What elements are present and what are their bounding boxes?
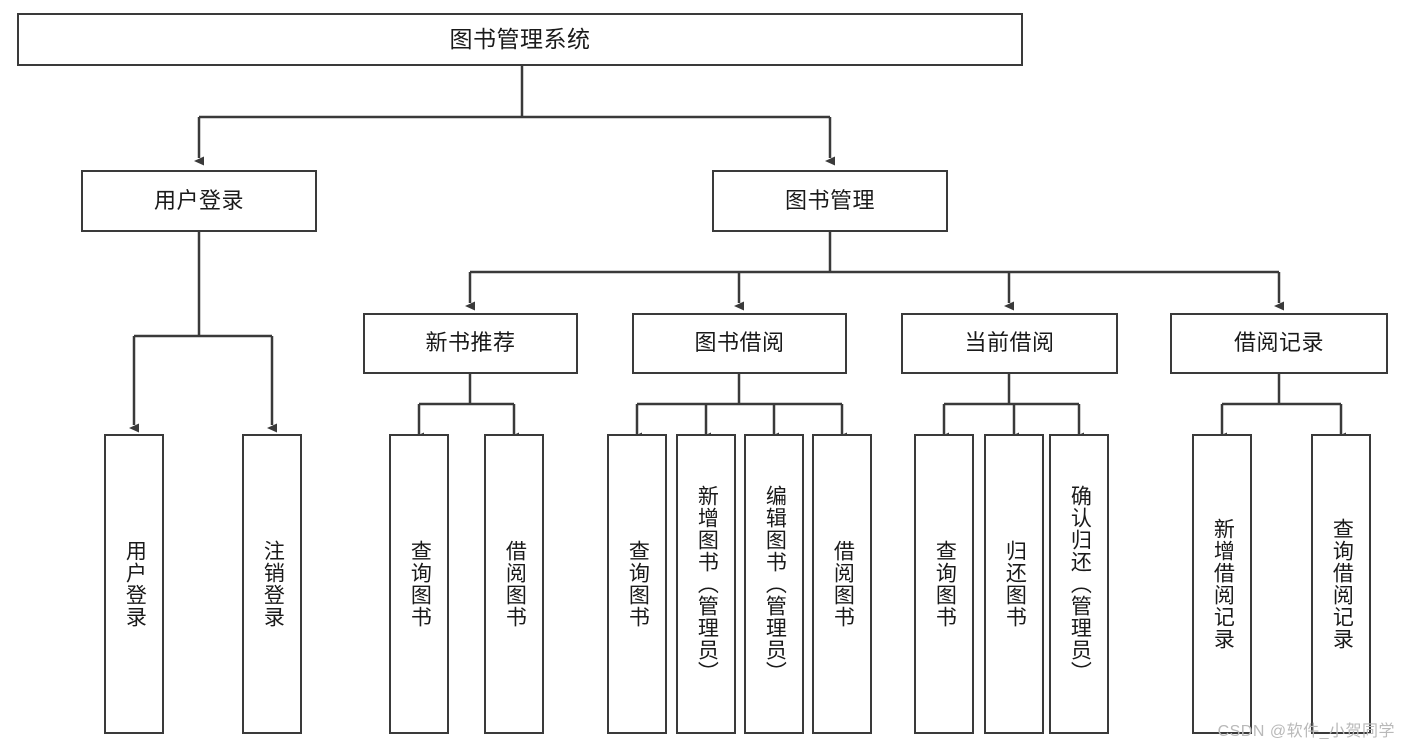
node-label: 图书管理 [784,187,875,213]
node-label: 图书借阅 [694,330,785,356]
leaf-add-book-admin[interactable]: 新增图书（管理员） [676,434,736,734]
leaf-query-borrow-record[interactable]: 查询借阅记录 [1311,434,1371,734]
node-label: 查询图书 [933,540,957,628]
node-label: 图书管理系统 [449,25,591,52]
node-label: 借阅记录 [1233,330,1324,356]
node-new-book-recommend[interactable]: 新书推荐 [363,313,578,374]
node-label: 用户登录 [153,187,244,213]
node-label: 归还图书 [1003,540,1027,628]
leaf-borrow-book-borrow[interactable]: 借阅图书 [812,434,872,734]
leaf-confirm-return-admin[interactable]: 确认归还（管理员） [1049,434,1109,734]
leaf-query-book-current[interactable]: 查询图书 [914,434,974,734]
node-root-book-management-system[interactable]: 图书管理系统 [17,13,1023,66]
node-current-borrow[interactable]: 当前借阅 [901,313,1118,374]
node-label: 当前借阅 [964,330,1055,356]
leaf-add-borrow-record[interactable]: 新增借阅记录 [1192,434,1252,734]
node-label: 注销登录 [261,540,285,628]
leaf-edit-book-admin[interactable]: 编辑图书（管理员） [744,434,804,734]
node-label: 新增借阅记录 [1211,518,1235,650]
node-borrow-record[interactable]: 借阅记录 [1170,313,1388,374]
node-label: 新增图书（管理员） [695,485,719,683]
leaf-query-book-new-book[interactable]: 查询图书 [389,434,449,734]
node-label: 借阅图书 [503,540,527,628]
csdn-watermark: CSDN @软件_小贺同学 [1217,723,1395,740]
leaf-user-login[interactable]: 用户登录 [104,434,164,734]
leaf-logout-login[interactable]: 注销登录 [242,434,302,734]
leaf-query-book-borrow[interactable]: 查询图书 [607,434,667,734]
node-label: 借阅图书 [831,540,855,628]
node-label: 用户登录 [123,540,147,628]
node-user-login[interactable]: 用户登录 [81,170,317,232]
node-label: 查询图书 [626,540,650,628]
node-book-borrow[interactable]: 图书借阅 [632,313,847,374]
leaf-borrow-book-new-book[interactable]: 借阅图书 [484,434,544,734]
node-label: 编辑图书（管理员） [763,485,787,683]
leaf-return-book[interactable]: 归还图书 [984,434,1044,734]
node-book-manage[interactable]: 图书管理 [712,170,948,232]
node-label: 查询借阅记录 [1330,518,1354,650]
node-label: 查询图书 [408,540,432,628]
node-label: 确认归还（管理员） [1068,485,1092,683]
node-label: 新书推荐 [425,330,516,356]
